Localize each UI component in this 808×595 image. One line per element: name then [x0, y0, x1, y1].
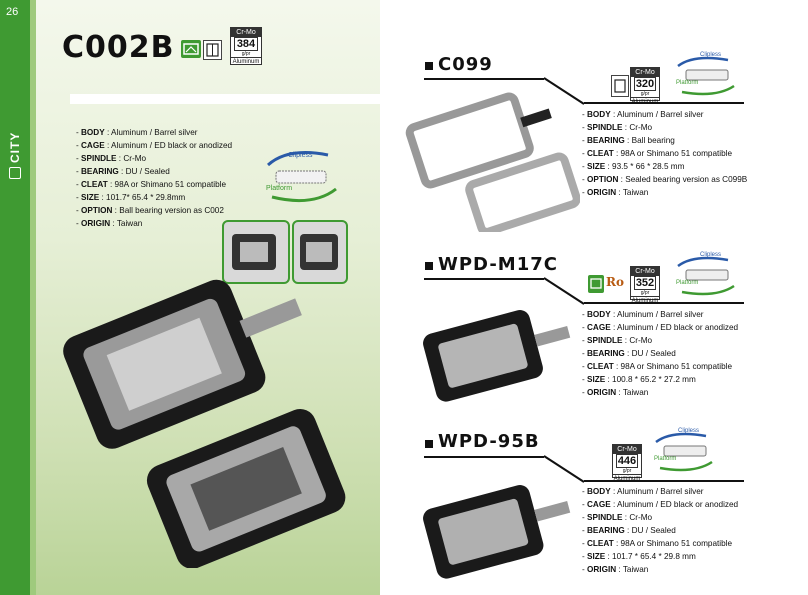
spec-row: - BEARING : Ball bearing	[582, 136, 675, 145]
product-title-wpd-95b: WPD-95B	[438, 431, 540, 452]
header-bullet	[425, 440, 433, 448]
spec-row: - SPINDLE : Cr-Mo	[582, 123, 653, 132]
spec-row: - OPTION : Ball bearing version as C002	[76, 206, 224, 215]
cycle-arrows-icon	[266, 151, 337, 203]
spec-list-c099: - BODY : Aluminum / Barrel silver - SPIN…	[582, 108, 747, 199]
title-underline	[70, 94, 380, 104]
body-material: Aluminum	[231, 57, 261, 65]
header-line	[584, 102, 744, 104]
cage-icon	[203, 40, 222, 60]
spec-row: - BODY : Aluminum / Barrel silver	[76, 128, 198, 137]
spec-row: - CLEAT : 98A or Shimano 51 compatible	[582, 362, 733, 371]
section-band-accent	[30, 0, 36, 595]
platform-label: Platform	[266, 185, 293, 192]
spec-row: - BEARING : DU / Sealed	[582, 349, 676, 358]
weight-badge-c002b: Cr-Mo 384 g/pr Aluminum	[230, 27, 262, 65]
product-title-c099: C099	[438, 54, 493, 75]
spec-row: - OPTION : Sealed bearing version as C09…	[582, 175, 748, 184]
spec-row: - CLEAT : 98A or Shimano 51 compatible	[582, 539, 733, 548]
section-band	[0, 0, 30, 595]
spec-list-c002b: - BODY : Aluminum / Barrel silver - CAGE…	[76, 126, 232, 230]
product-title-c002b: C002B	[62, 30, 175, 65]
weight-value: 384	[234, 37, 258, 51]
header-line	[584, 302, 744, 304]
weight-badge-c099: Cr-Mo 320 g/pr Aluminum	[630, 67, 660, 105]
header-line-diagonal	[544, 277, 584, 305]
header-bullet	[425, 62, 433, 70]
spec-row: - SIZE : 101.7 * 65.4 * 29.8 mm	[582, 552, 696, 561]
weight-badge-wpd-m17c: Cr-Mo 352 g/pr Aluminum	[630, 266, 660, 304]
spec-row: - SPINDLE : Cr-Mo	[582, 336, 653, 345]
spec-row: - CLEAT : 98A or Shimano 51 compatible	[76, 180, 227, 189]
spec-row: - BODY : Aluminum / Barrel silver	[582, 110, 704, 119]
city-usage-icon	[181, 40, 201, 58]
spec-list-wpd-m17c: - BODY : Aluminum / Barrel silver - CAGE…	[582, 308, 738, 399]
spec-row: - ORIGIN : Taiwan	[582, 388, 649, 397]
header-line	[424, 78, 544, 80]
spec-row: - SIZE : 101.7* 65.4 * 29.8mm	[76, 193, 186, 202]
product-photo-wpd-m17c	[420, 295, 580, 410]
spec-row: - ORIGIN : Taiwan	[582, 565, 649, 574]
product-photo-wpd-95b	[420, 470, 580, 585]
clipless-platform-diagram: Clipless Platform	[672, 252, 742, 298]
cage-icon	[611, 75, 629, 97]
clipless-platform-diagram: Clipless Platform	[672, 52, 742, 98]
spec-row: - BEARING : DU / Sealed	[76, 167, 170, 176]
product-photo-c099	[405, 92, 581, 236]
spec-row: - SPINDLE : Cr-Mo	[76, 154, 147, 163]
spec-row: - CLEAT : 98A or Shimano 51 compatible	[582, 149, 733, 158]
detail-photo-2	[292, 220, 348, 284]
spec-row: - CAGE : Aluminum / ED black or anodized	[76, 141, 233, 150]
spec-list-wpd-95b: - BODY : Aluminum / Barrel silver - CAGE…	[582, 485, 738, 576]
clipless-label: Clipless	[288, 152, 313, 159]
spindle-material: Cr-Mo	[231, 28, 261, 37]
section-label-text: CITY	[8, 131, 22, 163]
header-bullet	[425, 262, 433, 270]
product-title-wpd-m17c: WPD-M17C	[438, 254, 558, 275]
header-line	[584, 480, 744, 482]
spec-row: - BODY : Aluminum / Barrel silver	[582, 310, 704, 319]
header-line	[424, 278, 544, 280]
city-usage-icon	[588, 275, 604, 293]
weight-badge-wpd-95b: Cr-Mo 446 g/pr Aluminum	[612, 444, 642, 482]
detail-photo-1	[222, 220, 290, 284]
spec-row: - CAGE : Aluminum / ED black or anodized	[582, 500, 739, 509]
clipless-platform-diagram: Clipless Platform	[258, 143, 346, 209]
spec-row: - BODY : Aluminum / Barrel silver	[582, 487, 704, 496]
header-line-diagonal	[544, 455, 584, 483]
spec-row: - ORIGIN : Taiwan	[582, 188, 649, 197]
spec-row: - BEARING : DU / Sealed	[582, 526, 676, 535]
clipless-platform-diagram: Clipless Platform	[650, 428, 720, 474]
section-label: CITY	[4, 120, 26, 190]
header-line	[424, 456, 544, 458]
spec-row: - SIZE : 100.8 * 65.2 * 27.2 mm	[582, 375, 696, 384]
city-icon	[9, 166, 21, 179]
ro-mark: Ro	[606, 275, 624, 289]
product-photo-c002b	[55, 268, 355, 569]
spec-row: - ORIGIN : Taiwan	[76, 219, 143, 228]
spec-row: - SPINDLE : Cr-Mo	[582, 513, 653, 522]
spec-row: - SIZE : 93.5 * 66 * 28.5 mm	[582, 162, 685, 171]
weight-unit: g/pr	[241, 51, 251, 57]
header-line-diagonal	[544, 77, 584, 105]
page-number: 26	[6, 6, 19, 18]
spec-row: - CAGE : Aluminum / ED black or anodized	[582, 323, 739, 332]
